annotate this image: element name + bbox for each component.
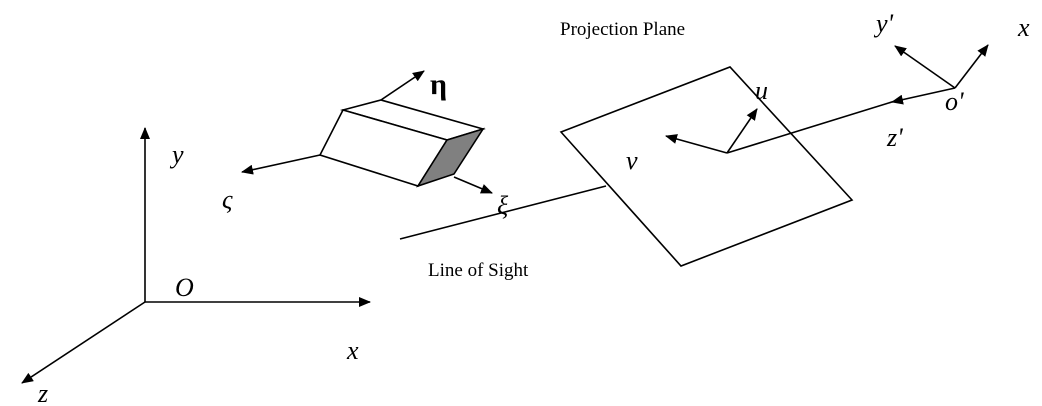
z-prime-axis <box>891 87 956 105</box>
projection-plane <box>559 66 854 267</box>
v-label: ν <box>626 146 638 175</box>
x-prime-axis <box>954 44 989 89</box>
object-box <box>318 99 486 188</box>
o-prime-label: o' <box>945 87 964 116</box>
xi-axis <box>453 176 493 194</box>
v-axis <box>665 134 728 154</box>
world-origin-label: O <box>175 273 194 302</box>
box-shaded-face <box>416 127 485 188</box>
u-label: u <box>755 76 768 105</box>
world-z-axis <box>21 301 146 384</box>
line-of-sight <box>399 185 607 240</box>
z-prime-label: z' <box>886 123 903 152</box>
y-prime-axis <box>894 45 956 89</box>
xi-label: ξ <box>497 191 509 220</box>
projection-plane-label: Projection Plane <box>560 19 685 40</box>
line-of-sight-label: Line of Sight <box>428 260 529 281</box>
world-y-label: y <box>169 140 184 169</box>
zeta-axis <box>241 154 321 175</box>
world-x-label: x <box>346 336 359 365</box>
y-prime-label: y' <box>873 9 894 38</box>
x-prime-label: x <box>1017 13 1030 42</box>
world-z-label: z <box>37 379 48 406</box>
eta-axis <box>380 70 425 101</box>
eta-label: η <box>430 68 447 101</box>
u-axis <box>726 108 758 154</box>
world-axes <box>21 127 371 384</box>
zeta-label: ς <box>222 185 233 214</box>
z-prime-to-plane <box>726 100 896 154</box>
